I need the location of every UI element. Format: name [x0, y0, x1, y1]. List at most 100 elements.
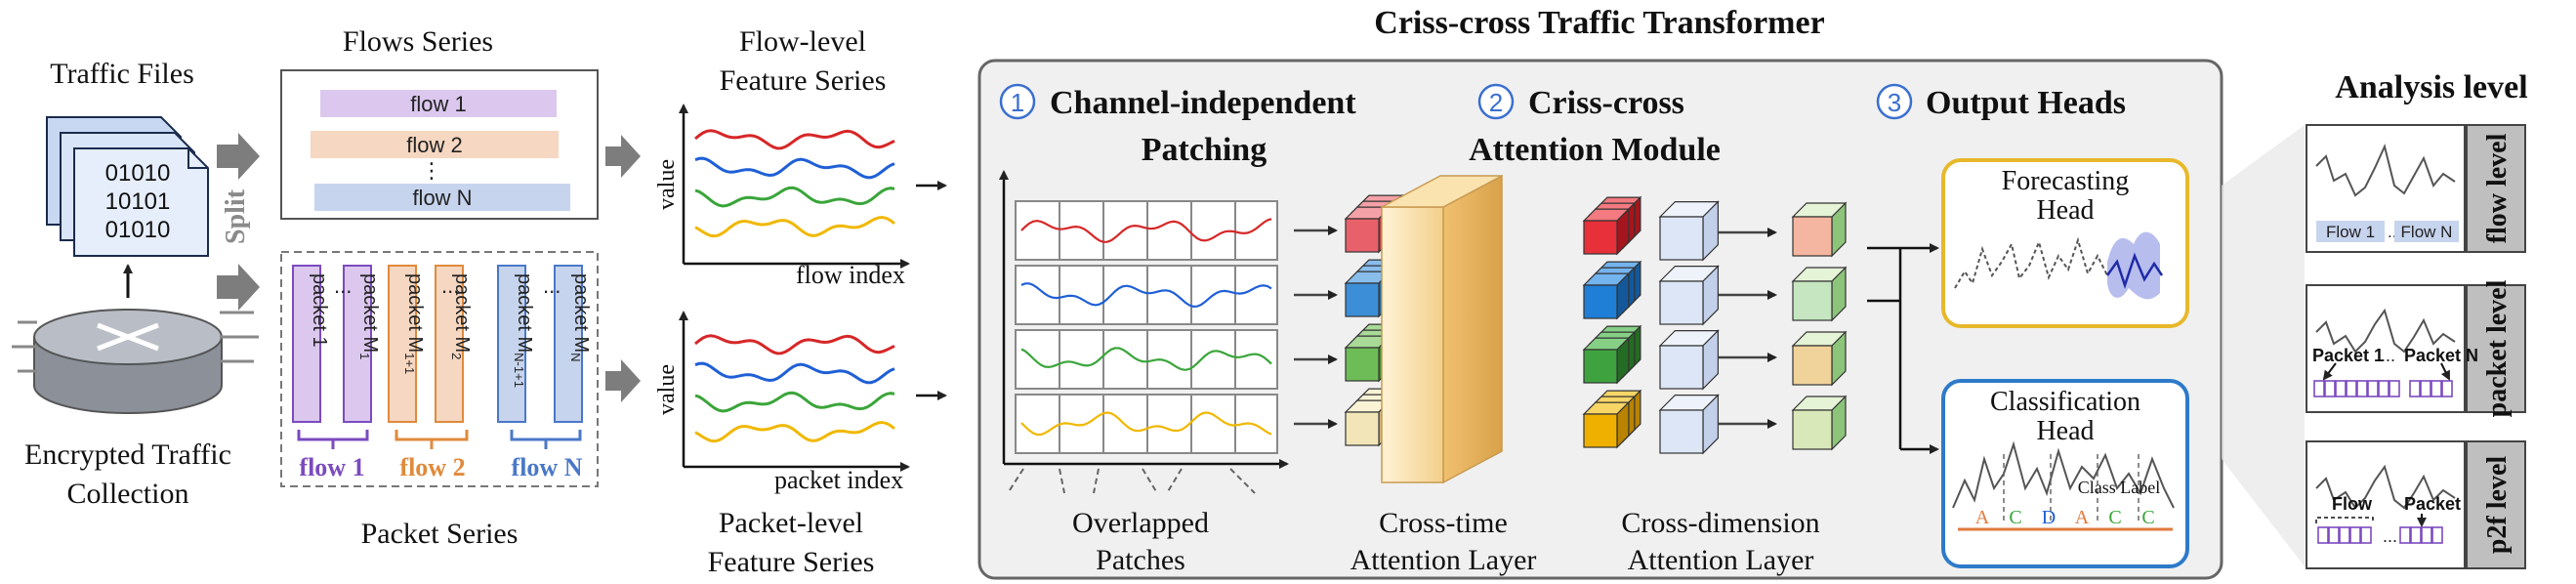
classification-head-line1: Classification [1990, 387, 2140, 417]
class-letter-5: C [2108, 507, 2121, 528]
p2f-level-plot [2315, 464, 2456, 510]
bits-row-3: 01010 [105, 217, 171, 243]
flow-n-bracket [510, 430, 582, 449]
traffic-file-stack-icon [46, 116, 209, 257]
packet-level-cell-4 [2346, 380, 2357, 397]
split-arrow-top [217, 133, 260, 180]
packet-flow-2-label: flow 2 [399, 453, 465, 481]
analysis-title: Analysis level [2335, 69, 2527, 105]
out-cube-1 [1792, 216, 1833, 257]
p2f-level-cell-1 [2317, 526, 2329, 544]
flow-n-bar [314, 184, 570, 211]
patch-series-1 [1020, 218, 1272, 243]
flow-feature-line-2 [694, 156, 895, 180]
flow-feature-title-line1: Flow-level [739, 25, 866, 58]
packet-level-cell-6 [2367, 380, 2379, 397]
cross-dim-line2: Attention Layer [1628, 544, 1814, 576]
out-cube-3 [1792, 345, 1833, 386]
flows-series-title: Flows Series [343, 25, 493, 58]
p2f-level-cell-3 [2339, 526, 2350, 544]
packet-level-cell-2 [2324, 380, 2336, 397]
packet-bar-1 [292, 265, 321, 423]
classification-head-line2: Head [2036, 416, 2094, 446]
packet-level-cell-5 [2356, 380, 2368, 397]
flow-feature-line-1 [694, 129, 895, 150]
packet-flow-1-label: flow 1 [299, 453, 364, 481]
flow-level-plot [2315, 143, 2456, 197]
time-cube-3-0 [1583, 349, 1618, 384]
time-cube-4-0 [1583, 413, 1618, 448]
patch-to-embedding-arrows [1294, 226, 1777, 429]
step-1-number: 1 [1011, 88, 1024, 117]
forecasting-head-line1: Forecasting [2002, 166, 2130, 196]
packet-bar-label-2: packet M1 [357, 273, 381, 359]
class-letter-2: C [2009, 507, 2021, 528]
packet-level-cell-3 [2335, 380, 2347, 397]
embed-cube-4-0 [1345, 411, 1380, 446]
patch-series-3 [1020, 347, 1272, 371]
collection-label-line2: Collection [67, 478, 189, 510]
arrow-to-packet-feature [605, 359, 641, 402]
step-1-badge [999, 83, 1036, 120]
packet-bar-3 [388, 265, 417, 423]
cross-time-attention-slab [1381, 174, 1503, 484]
packet-bar-label-4: packet M2 [449, 273, 473, 359]
packet-feature-title-line2: Feature Series [708, 546, 875, 578]
router-icon [12, 309, 259, 414]
packet-series-box [280, 251, 599, 487]
packet-feature-line-1 [694, 334, 895, 355]
flow-level-tab-label: flow level [2482, 133, 2513, 243]
packet-level-cell-8 [2389, 380, 2400, 397]
flow-feature-title-line2: Feature Series [720, 64, 887, 97]
split-label: Split [221, 188, 251, 244]
dim-slab-4 [1659, 409, 1704, 454]
p2f-level-tab-label: p2f level [2482, 456, 2513, 555]
p2f-level-cells [2315, 514, 2443, 544]
packet-feature-title-line1: Packet-level [719, 507, 863, 539]
packet-level-cell-12 [2441, 380, 2453, 397]
out-cube-2 [1792, 280, 1833, 321]
embed-cube-2-0 [1345, 282, 1380, 317]
cross-dim-line1: Cross-dimension [1621, 507, 1819, 539]
packet-level-cell-9 [2409, 380, 2421, 397]
packet-level-cell-1 [2313, 380, 2325, 397]
time-cube-1-0 [1583, 220, 1618, 255]
analysis-funnel [2222, 125, 2305, 566]
dim-slab-2 [1659, 280, 1704, 325]
class-letter-6: C [2141, 507, 2154, 528]
flow-index-axis-label: flow index [796, 261, 905, 289]
p2f-level-panel [2306, 440, 2466, 569]
p2f-level-cell-5 [2360, 526, 2372, 544]
step-1-title-line2: Patching [1142, 132, 1267, 168]
p2f-level-cell-4 [2349, 526, 2361, 544]
flows-vertical-dots: ⋮ [421, 158, 442, 183]
dim-slab-1 [1659, 216, 1704, 261]
out-cube-4 [1792, 409, 1833, 450]
packet-feature-line-4 [694, 421, 895, 443]
packet-level-cells [2313, 362, 2453, 397]
step-2-title-line2: Attention Module [1469, 132, 1721, 168]
arrow-to-flow-feature [605, 135, 641, 178]
flow-feature-line-4 [694, 216, 895, 238]
packet-level-mid-dots: ... [2381, 346, 2395, 365]
packet-bar-label-1: packet 1 [309, 273, 330, 348]
p2f-level-mid-dots: ... [2383, 526, 2397, 546]
forecasting-head-line2: Head [2036, 195, 2094, 226]
class-letter-3: D [2042, 507, 2056, 528]
p2f-level-cell-6 [2399, 526, 2411, 544]
step-3-title-line1: Output Heads [1926, 85, 2126, 121]
flow-feature-plot [679, 104, 910, 269]
flow-value-axis-label: value [654, 159, 680, 210]
class-letter-4: A [2075, 507, 2090, 528]
embed-cube-1-0 [1345, 218, 1380, 253]
step-3-number: 3 [1888, 88, 1901, 117]
step-3-badge [1876, 83, 1913, 120]
p2f-level-flow-label: Flow [2332, 494, 2373, 514]
packet-dots-1: ... [334, 273, 352, 298]
packet-series-title: Packet Series [361, 518, 519, 550]
p2f-level-packet-label: Packet [2404, 494, 2461, 514]
packet-feature-line-3 [694, 391, 895, 413]
collection-label-line1: Encrypted Traffic [24, 438, 231, 471]
flow-level-flow-n-box [2394, 221, 2459, 242]
